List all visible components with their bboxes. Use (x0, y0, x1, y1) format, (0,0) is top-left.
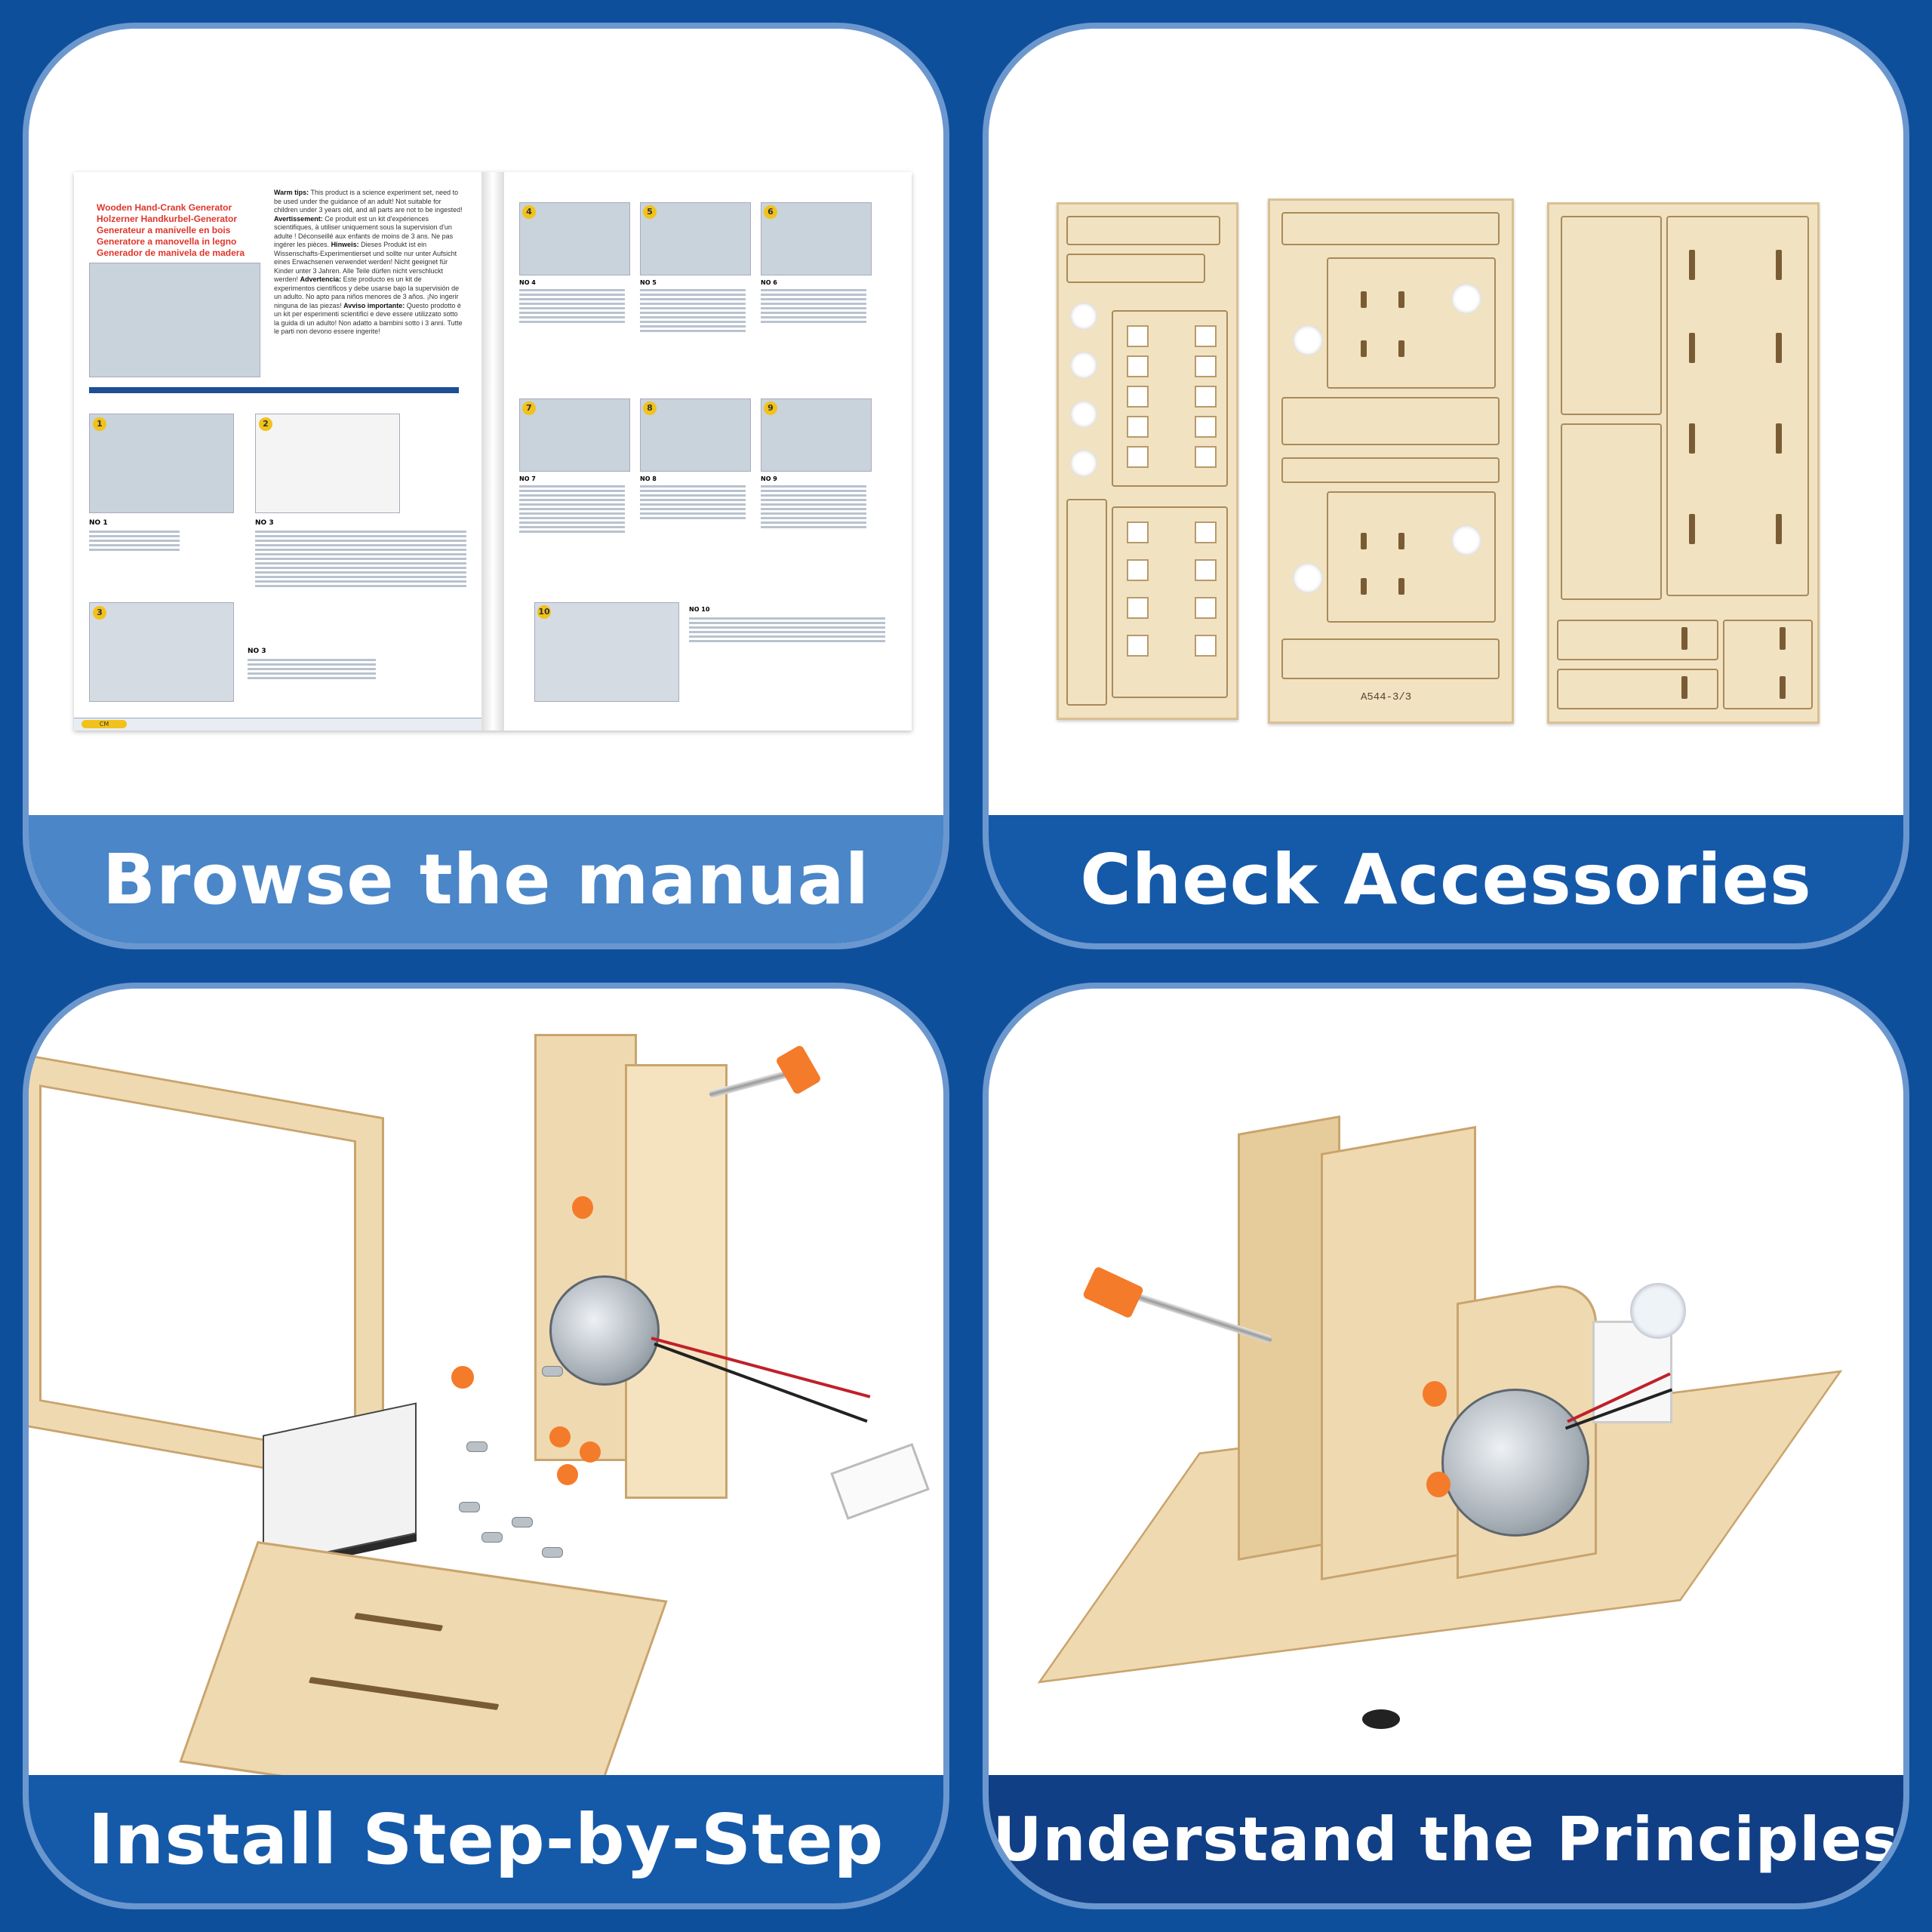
accessories-photo: A544-3/3 (989, 29, 1903, 815)
step-6-photo (761, 202, 872, 275)
screw-3 (459, 1502, 480, 1512)
step-3-text (248, 657, 376, 681)
generator-knob-2 (1426, 1472, 1451, 1497)
wood-upright-panel (534, 1034, 637, 1461)
wood-board-2: A544-3/3 (1268, 198, 1514, 724)
orange-gear-knob (572, 1196, 593, 1219)
caption-install-step-by-step: Install Step-by-Step (29, 1775, 943, 1903)
step-9-badge: 9 (764, 401, 777, 415)
step-8-badge: 8 (643, 401, 657, 415)
step-1-label: NO 1 (89, 519, 108, 527)
manual-spread: Wooden Hand-Crank Generator Holzerner Ha… (74, 172, 912, 731)
manual-cover-photo (89, 263, 260, 377)
step-7-label: NO 7 (519, 475, 536, 482)
screw-6 (542, 1547, 563, 1558)
generator-motor (1441, 1389, 1589, 1537)
ruler-cm-label: CM (82, 720, 127, 728)
wood-board-3 (1547, 202, 1820, 724)
generator-knob-1 (1423, 1381, 1447, 1407)
dc-motor (549, 1275, 660, 1386)
caption-browse-manual: Browse the manual (29, 815, 943, 943)
step-4-text (519, 287, 625, 325)
caption-check-accessories: Check Accessories (989, 815, 1903, 943)
step-8-photo (640, 398, 751, 472)
generator-crank-handle (1081, 1266, 1145, 1319)
step-7-badge: 7 (522, 401, 536, 415)
step-10-text (689, 615, 885, 645)
manual-right-page: 4 NO 4 5 NO 5 6 NO 6 7 NO 7 8 NO 8 (504, 172, 912, 731)
orange-spacer (451, 1366, 474, 1389)
manual-title-en: Wooden Hand-Crank Generator (97, 202, 232, 213)
orange-spacer-2 (549, 1426, 571, 1447)
manual-photo: Wooden Hand-Crank Generator Holzerner Ha… (29, 29, 943, 815)
step-4-photo (519, 202, 630, 275)
screw (542, 1366, 563, 1377)
manual-title-fr: Generateur a manivelle en bois (97, 225, 231, 235)
step-5-badge: 5 (643, 205, 657, 219)
led-bulb (1630, 1283, 1686, 1339)
screw-4 (481, 1532, 503, 1543)
screw-5 (512, 1517, 533, 1527)
step-1-text (89, 528, 180, 553)
step-2-badge: 2 (259, 417, 272, 431)
step-7-text (519, 483, 625, 535)
step-1-badge: 1 (93, 417, 106, 431)
manual-left-page: Wooden Hand-Crank Generator Holzerner Ha… (74, 172, 481, 731)
step-8-label: NO 8 (640, 475, 657, 482)
manual-title-it: Generatore a manovella in legno (97, 236, 237, 247)
step-6-label: NO 6 (761, 279, 777, 286)
manual-ruler: CM (74, 718, 481, 731)
orange-spacer-4 (557, 1464, 578, 1485)
step-3-label: NO 3 (248, 648, 266, 655)
wood-board-1 (1057, 202, 1238, 720)
crank-handle (774, 1044, 823, 1096)
install-photo (29, 989, 943, 1822)
step-9-label: NO 9 (761, 475, 777, 482)
manual-warm-tips: Warm tips: This product is a science exp… (274, 189, 463, 335)
step-6-badge: 6 (764, 205, 777, 219)
manual-title: Wooden Hand-Crank Generator Holzerner Ha… (97, 202, 263, 259)
generator-front-panel (1321, 1125, 1476, 1581)
generator-photo (989, 989, 1903, 1775)
manual-fold (481, 172, 504, 731)
step-4-label: NO 4 (519, 279, 536, 286)
manual-title-es: Generador de manivela de madera (97, 248, 245, 258)
step-3-photo (89, 602, 234, 702)
step-5-text (640, 287, 746, 334)
orange-spacer-3 (580, 1441, 601, 1463)
panel-check-accessories: A544-3/3 Check Accessories (983, 23, 1909, 949)
step-8-text (640, 483, 746, 521)
step-10-photo (534, 602, 679, 702)
board-code-label: A544-3/3 (1361, 691, 1412, 703)
step-2-text (255, 528, 466, 589)
step-3-badge: 3 (93, 606, 106, 620)
step-9-text (761, 483, 866, 531)
caption-understand-principles: Understand the Principles (989, 1775, 1903, 1903)
step-10-badge: 10 (537, 605, 551, 619)
panel-install-step-by-step: Install Step-by-Step (23, 983, 949, 1909)
step-2-photo (255, 414, 400, 513)
step-7-photo (519, 398, 630, 472)
manual-divider-bar (89, 387, 459, 393)
wood-side-panel (625, 1064, 728, 1499)
step-5-photo (640, 202, 751, 275)
step-5-label: NO 5 (640, 279, 657, 286)
connector-block (830, 1443, 930, 1520)
step-6-text (761, 287, 866, 325)
screw-2 (466, 1441, 488, 1452)
step-10-label: NO 10 (689, 606, 710, 613)
manual-title-de: Holzerner Handkurbel-Generator (97, 214, 238, 224)
panel-understand-principles: Understand the Principles (983, 983, 1909, 1909)
panel-browse-manual: Wooden Hand-Crank Generator Holzerner Ha… (23, 23, 949, 949)
step-4-badge: 4 (522, 205, 536, 219)
step-2-label: NO 3 (255, 519, 274, 527)
step-1-photo (89, 414, 234, 513)
step-9-photo (761, 398, 872, 472)
